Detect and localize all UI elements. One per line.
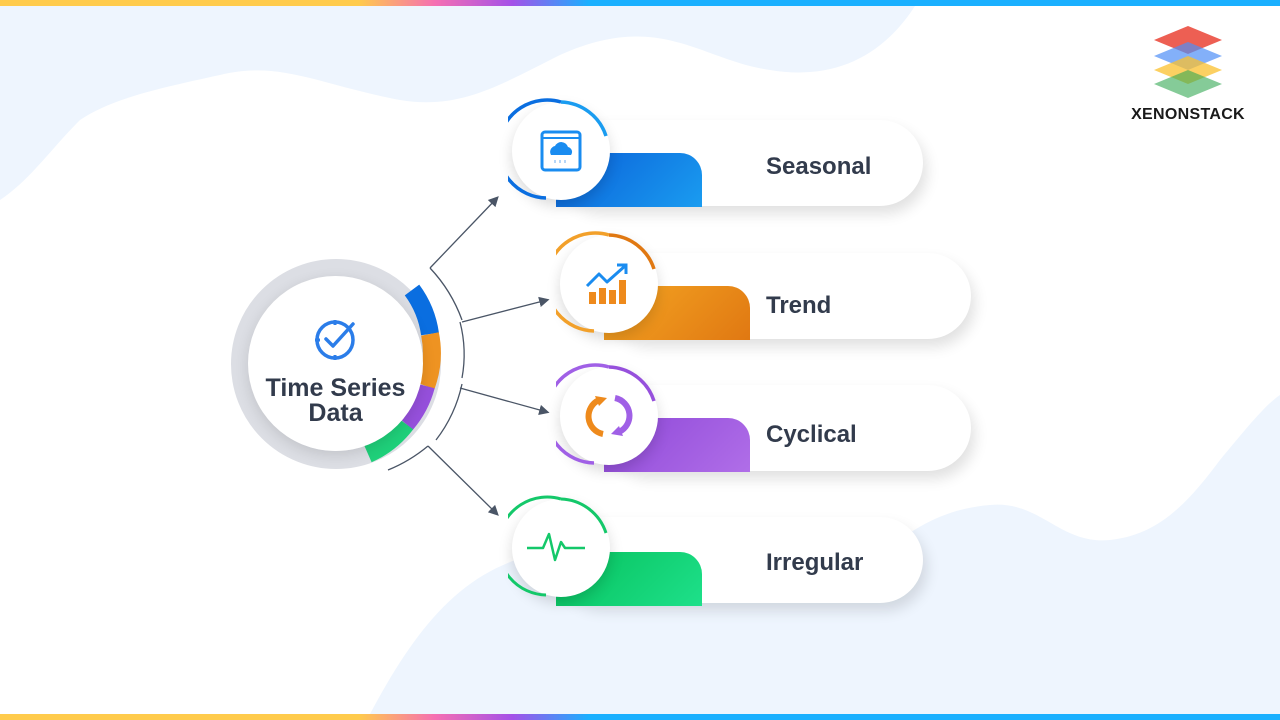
- component-label: Trend: [766, 292, 832, 319]
- top-gradient-bar: [0, 0, 1280, 6]
- component-label: Irregular: [766, 549, 864, 576]
- icon-badge: [556, 231, 658, 333]
- bottom-gradient-bar: [0, 714, 1280, 720]
- cycle-arrows-icon: [585, 395, 633, 437]
- xenonstack-logo: XENONSTACK: [1118, 24, 1258, 124]
- hub-title-line1: Time Series: [265, 374, 406, 402]
- clock-check-icon: [315, 320, 355, 360]
- hub-title-line2: Data: [308, 399, 363, 427]
- hub-center: Time Series Data: [248, 276, 423, 451]
- brand-name: XENONSTACK: [1131, 106, 1245, 123]
- icon-badge: [508, 495, 610, 597]
- layers-logo-icon: [1154, 26, 1222, 98]
- time-series-hub: Time Series Data: [226, 254, 452, 470]
- trend-chart-icon: [585, 263, 628, 304]
- hub-ring: [231, 259, 441, 469]
- icon-badge: [556, 363, 658, 465]
- icon-badge: [508, 98, 610, 200]
- hub-title: Time Series Data: [248, 376, 423, 426]
- pulse-icon: [527, 532, 585, 562]
- component-label: Seasonal: [766, 153, 872, 180]
- component-label: Cyclical: [766, 421, 857, 448]
- weather-window-icon: [540, 130, 582, 172]
